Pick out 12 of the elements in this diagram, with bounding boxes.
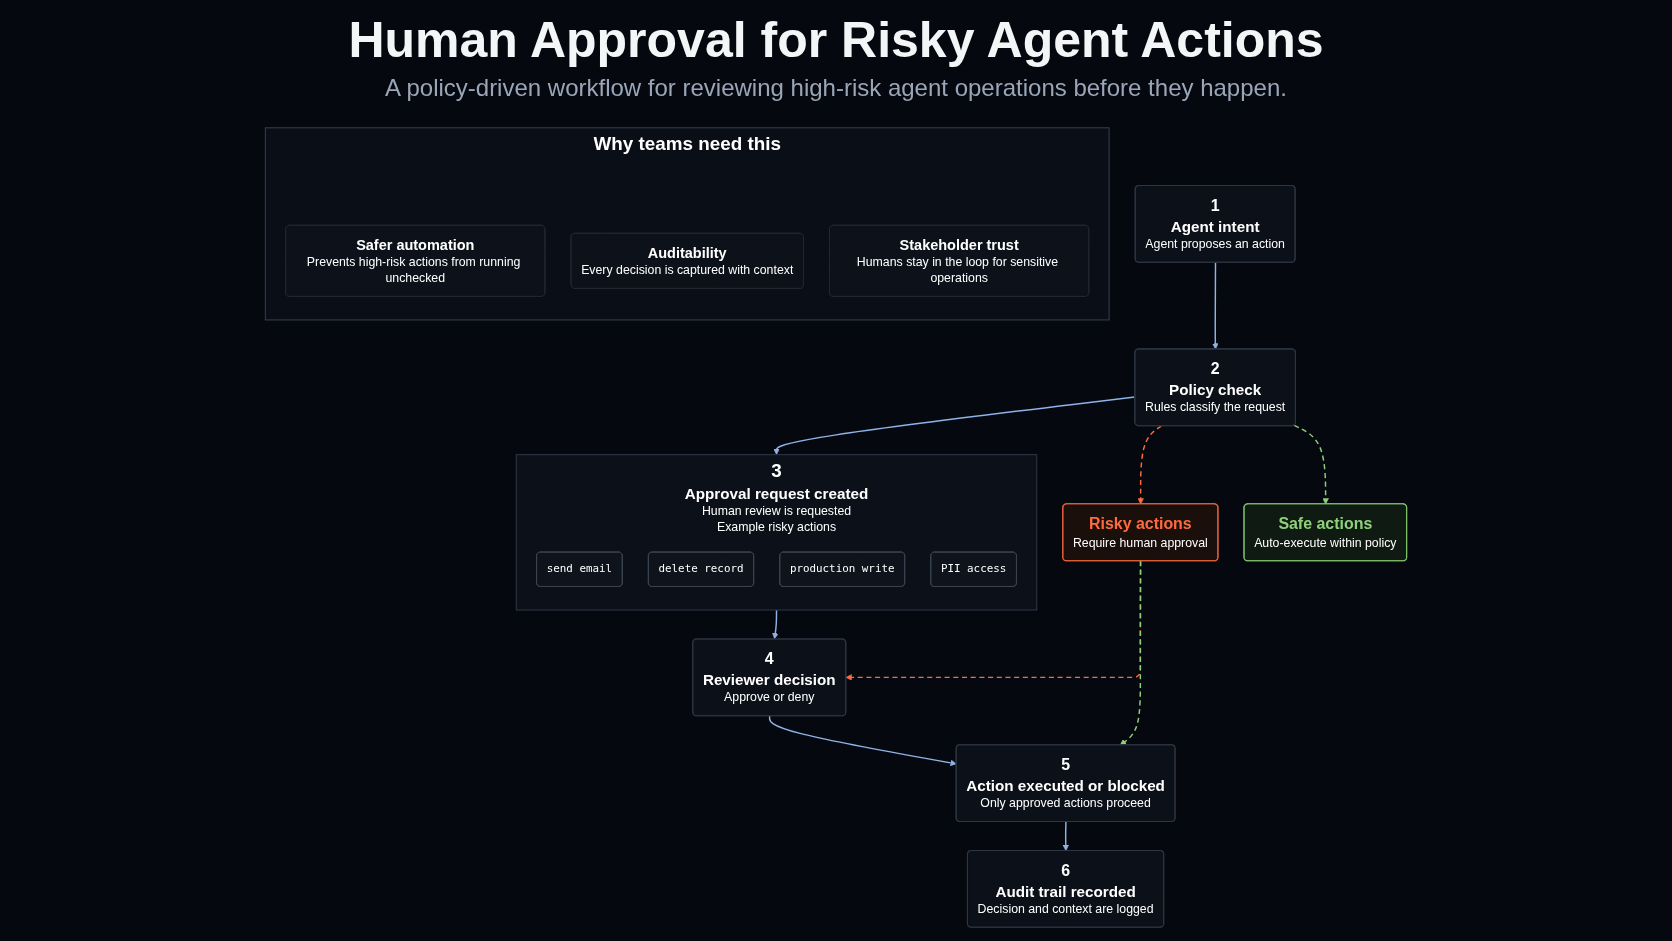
arrow [1137, 425, 1162, 505]
node-text: Safer automation Prevents high-risk actions from running unchecked [306, 236, 521, 285]
subtitle: A policy-driven workflow for reviewing high-risk agent operations before they happen. [385, 73, 1287, 103]
arrow [768, 715, 957, 767]
arrow [1293, 424, 1329, 505]
arrow [1119, 560, 1142, 746]
arrow [1062, 821, 1069, 852]
arrow [1212, 261, 1219, 350]
node-text: Stakeholder trust Humans stay in the loop for sensitive operations [856, 236, 1059, 285]
arrow [772, 609, 779, 640]
node-text: Auditability Every decision is captured with context [581, 244, 794, 277]
title: Human Approval for Risky Agent Actions [348, 12, 1324, 70]
